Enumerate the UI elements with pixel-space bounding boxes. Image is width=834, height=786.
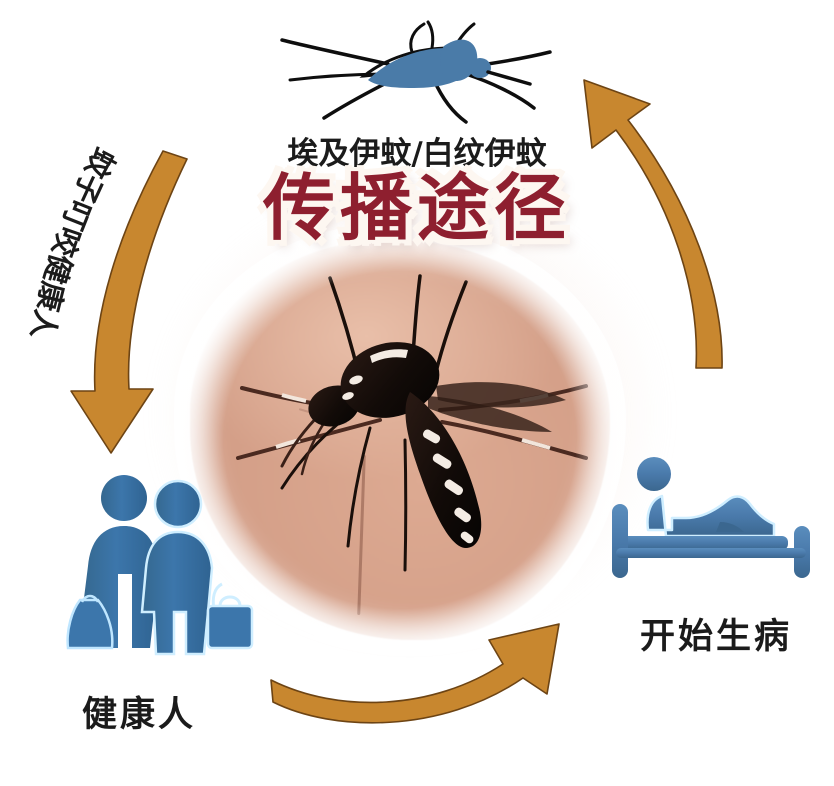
handbag-icon [206,604,254,650]
sick-person-label: 开始生病 [640,617,793,657]
mosquito-head [469,58,491,78]
arrow-mosquito-to-healthy [70,150,188,454]
patient-feet [716,522,744,532]
person-in-bed-icon [612,457,810,578]
person-head [101,475,147,521]
patient-head [637,457,671,491]
arrow-healthy-to-sick [270,623,560,724]
aedes-mosquito-closeup [236,274,588,572]
couple-people-icon [66,475,254,656]
person-head [153,479,203,529]
shopping-bag-icon [66,598,114,650]
patient-body [646,494,776,538]
person-body [140,530,214,656]
bed-headboard [612,504,628,578]
mosquito-species-label: 埃及伊蚊/白纹伊蚊 [287,136,547,172]
mosquito-icon [280,20,552,124]
mosquito-thorax [440,39,478,82]
bed-mattress [612,536,788,550]
arrow-sick-to-mosquito [583,79,723,369]
healthy-people-label: 健康人 [82,695,197,735]
bed-rail [616,548,806,558]
proboscis [486,70,532,86]
